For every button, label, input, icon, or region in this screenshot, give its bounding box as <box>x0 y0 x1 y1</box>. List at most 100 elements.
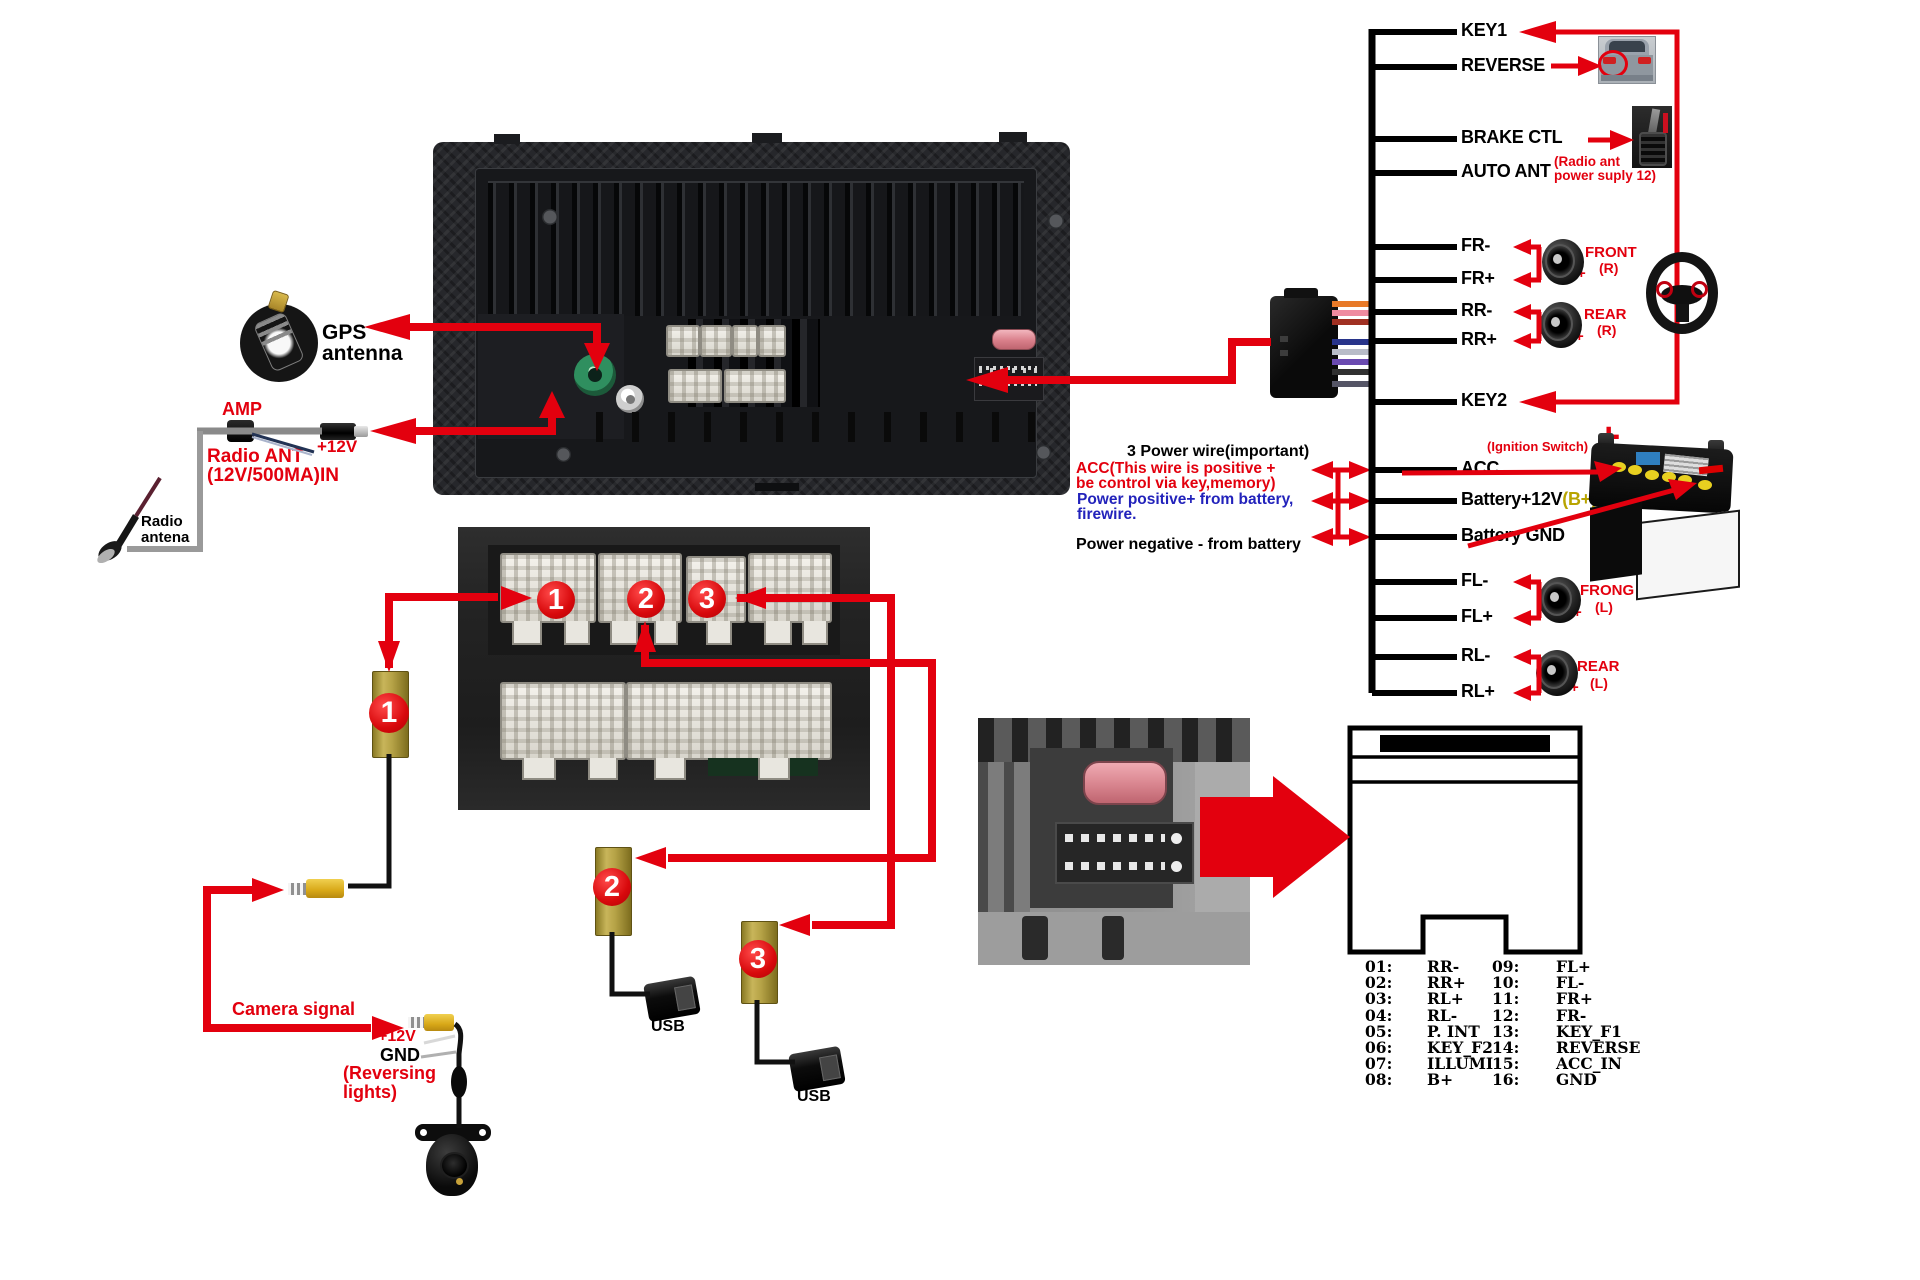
power-neg: Power negative - from battery <box>1076 536 1301 553</box>
wire-label-FR-: FR- <box>1461 235 1491 255</box>
marker-2-photo: 2 <box>627 580 665 618</box>
rca-plug-tip <box>288 883 306 895</box>
gps-label-1: GPS <box>322 321 367 344</box>
speaker-icon <box>1536 650 1578 696</box>
power-acc-2: be control via key,memory) <box>1076 475 1276 492</box>
pinmap-num: 09: <box>1492 957 1520 976</box>
camera-thin-wires <box>420 1034 457 1059</box>
antenna-mast <box>97 476 162 564</box>
camera-gnd-label: GND <box>380 1045 420 1065</box>
plus12v-label: +12V <box>317 437 358 456</box>
wire-label-RL+: RL+ <box>1461 681 1495 701</box>
marker-3-adapter: 3 <box>739 940 777 978</box>
bracket-arrow <box>1513 333 1531 349</box>
jack-pin <box>626 395 635 404</box>
battery-cap <box>1612 462 1626 472</box>
screw <box>556 447 571 462</box>
pinmap-name: P. INT <box>1427 1021 1480 1041</box>
pin-connector-outline <box>1347 725 1583 955</box>
ignition-label: (Ignition Switch) <box>1487 439 1589 454</box>
speaker-icon <box>1540 302 1582 348</box>
photo2-left <box>978 762 1030 912</box>
power-arrow-shaft <box>1330 467 1352 473</box>
pinmap-num: 12: <box>1492 1005 1520 1025</box>
usb-label-2: USB <box>651 1018 685 1035</box>
power-arrow-left <box>1311 461 1333 479</box>
conn-tab <box>764 621 792 645</box>
slot <box>1022 916 1048 960</box>
pinmap-num: 16: <box>1492 1070 1520 1090</box>
pinmap-num: 10: <box>1492 973 1520 993</box>
wire-label-BRAKE CTL: BRAKE CTL <box>1461 127 1563 147</box>
pinmap-name: REVERSE <box>1556 1038 1641 1057</box>
mount-tab <box>494 134 520 144</box>
wire-label-REVERSE: REVERSE <box>1461 55 1545 75</box>
conn-tab <box>588 758 618 780</box>
head-unit-rear-photo <box>433 132 1070 495</box>
mount-tab <box>752 133 782 143</box>
radio-ant-label-1: Radio ANT <box>207 446 304 467</box>
steering-wheel-image <box>1646 252 1718 334</box>
speaker-cone <box>1543 307 1573 341</box>
pinmap-name: KEY_F2 <box>1427 1038 1493 1057</box>
speaker-cap <box>1553 254 1562 264</box>
conn-tab <box>706 621 732 645</box>
brake-pedal-image <box>1632 106 1672 168</box>
pins <box>1065 834 1165 842</box>
molex-connector <box>724 369 786 403</box>
usb-label-3: USB <box>797 1088 831 1105</box>
camera-dome <box>426 1134 478 1196</box>
pinmap-num: 03: <box>1365 989 1393 1009</box>
battery-label-blue <box>1636 452 1660 465</box>
conn-tab <box>758 758 790 780</box>
power-pos-1: Power positive+ from battery, <box>1077 491 1294 508</box>
connector-wide-socket <box>500 682 626 760</box>
molex-connector <box>666 325 700 357</box>
box-hole <box>1280 336 1288 342</box>
auto-ant-note-1: (Radio ant <box>1554 154 1620 169</box>
speaker-side-2: (L) <box>1595 599 1613 615</box>
molex-connector <box>668 369 722 403</box>
conn-tab <box>654 621 678 645</box>
camera-signal-label: Camera signal <box>232 999 356 1019</box>
pinmap-num: 11: <box>1492 989 1520 1009</box>
conn-tab <box>564 621 590 645</box>
camera-lens <box>440 1152 469 1179</box>
speaker-icon <box>1539 577 1581 623</box>
pinmap-num: 05: <box>1365 1021 1393 1041</box>
battery-cap <box>1678 475 1692 485</box>
pinmap-num: 01: <box>1365 957 1393 976</box>
radio-antenna-label-1: Radio <box>141 513 183 530</box>
reversing-label-1: (Reversing <box>343 1063 437 1083</box>
key-red-path <box>1519 21 1680 413</box>
pedal-red-mark <box>1663 113 1668 133</box>
pinmap-num: 08: <box>1365 1070 1393 1090</box>
fuse-closeup <box>1083 761 1167 805</box>
harness-connector-box <box>1270 288 1338 398</box>
pedal-pad <box>1639 132 1667 166</box>
pinmap-name: ACC_IN <box>1556 1054 1622 1074</box>
speaker-plus-0: + <box>1577 265 1586 282</box>
wire-label-FL-: FL- <box>1461 570 1489 590</box>
pinmap-name: FR- <box>1556 1005 1587 1025</box>
speaker-label-1: REAR <box>1584 306 1627 323</box>
power-arrow-left <box>1311 492 1333 510</box>
fuse <box>992 329 1036 350</box>
pinmap-name: FL- <box>1556 973 1585 993</box>
pinmap-name: RR+ <box>1427 973 1466 993</box>
gps-antenna-image <box>240 289 318 382</box>
battery-image <box>1588 430 1740 601</box>
speaker-side-3: (L) <box>1590 675 1608 691</box>
wire-label-RR-: RR- <box>1461 300 1493 320</box>
antenna-plug <box>320 423 356 440</box>
adapter-cables <box>348 754 795 1128</box>
power-arrow-right <box>1349 528 1371 546</box>
conn-tab <box>654 758 686 780</box>
speaker-icon <box>1542 239 1584 285</box>
pins <box>1065 862 1165 870</box>
pin <box>1171 861 1182 872</box>
wire-label-FL+: FL+ <box>1461 606 1493 626</box>
heatsink-fins <box>488 181 1024 316</box>
radio-antenna-label-2: antena <box>141 529 190 546</box>
